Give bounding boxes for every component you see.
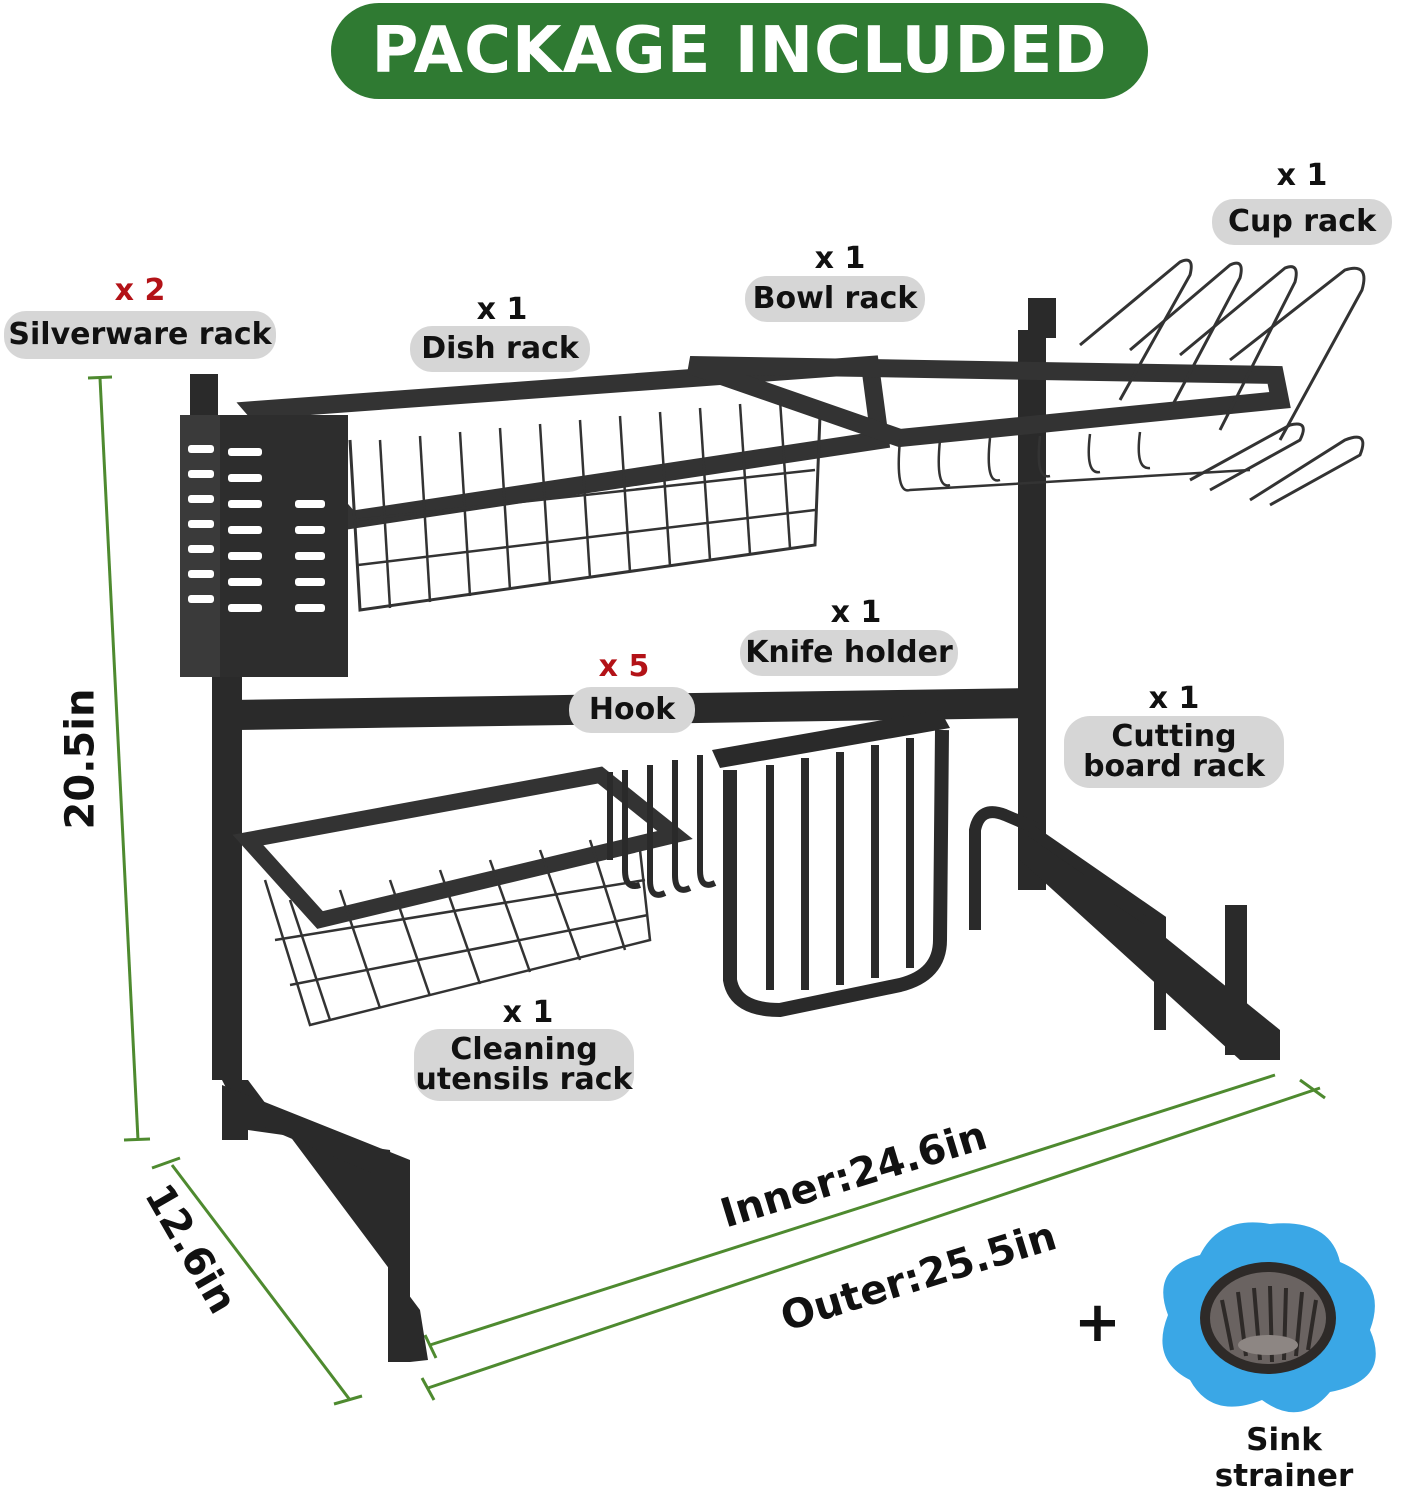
cleaning-rack-qty: x 1 <box>502 995 554 1030</box>
bowl-rack-label: Bowl rack <box>745 276 925 322</box>
cup-rack-drawing <box>1079 258 1366 507</box>
depth-dimension-line <box>170 1164 352 1401</box>
dimension-lines <box>87 375 1326 1406</box>
cutting-board-rack-label-line2: board rack <box>1083 749 1265 784</box>
silverware-rack-label: Silverware rack <box>4 311 276 359</box>
silverware-rack-drawing <box>180 415 348 677</box>
bowl-rack-qty: x 1 <box>814 241 866 276</box>
package-included-banner: PACKAGE INCLUDED <box>331 3 1148 99</box>
bowl-rack-drawing <box>687 356 1291 492</box>
rack-frame <box>190 298 1280 1362</box>
silverware-rack-qty: x 2 <box>114 273 166 308</box>
cutting-board-rack-label-line1: Cutting <box>1111 719 1237 754</box>
cleaning-rack-label: Cleaning utensils rack <box>414 1029 634 1101</box>
cutting-board-rack-qty: x 1 <box>1148 681 1200 716</box>
knife-holder-label: Knife holder <box>740 630 958 676</box>
dish-rack-qty: x 1 <box>476 292 528 327</box>
plus-sign: + <box>1074 1290 1121 1355</box>
cup-rack-label: Cup rack <box>1212 199 1392 245</box>
height-dimension-label: 20.5in <box>57 688 104 830</box>
cleaning-rack-label-line1: Cleaning <box>450 1032 598 1067</box>
product-illustration <box>87 258 1376 1413</box>
hook-qty: x 5 <box>598 649 650 684</box>
cup-rack-qty: x 1 <box>1276 158 1328 193</box>
height-dimension-line <box>98 377 140 1141</box>
knife-holder-qty: x 1 <box>830 595 882 630</box>
outer-width-line <box>427 1086 1321 1390</box>
knife-holder-drawing <box>712 710 950 1018</box>
dish-rack-label: Dish rack <box>410 326 590 372</box>
hooks-drawing <box>607 755 717 898</box>
cutting-board-rack-drawing <box>969 806 1166 1030</box>
sink-strainer-drawing <box>1162 1222 1376 1413</box>
sink-strainer-label: Sink strainer <box>1214 1422 1354 1494</box>
cutting-board-rack-label: Cutting board rack <box>1064 716 1284 788</box>
hook-label: Hook <box>569 687 695 733</box>
inner-width-line <box>429 1073 1276 1347</box>
cleaning-rack-label-line2: utensils rack <box>415 1062 633 1097</box>
